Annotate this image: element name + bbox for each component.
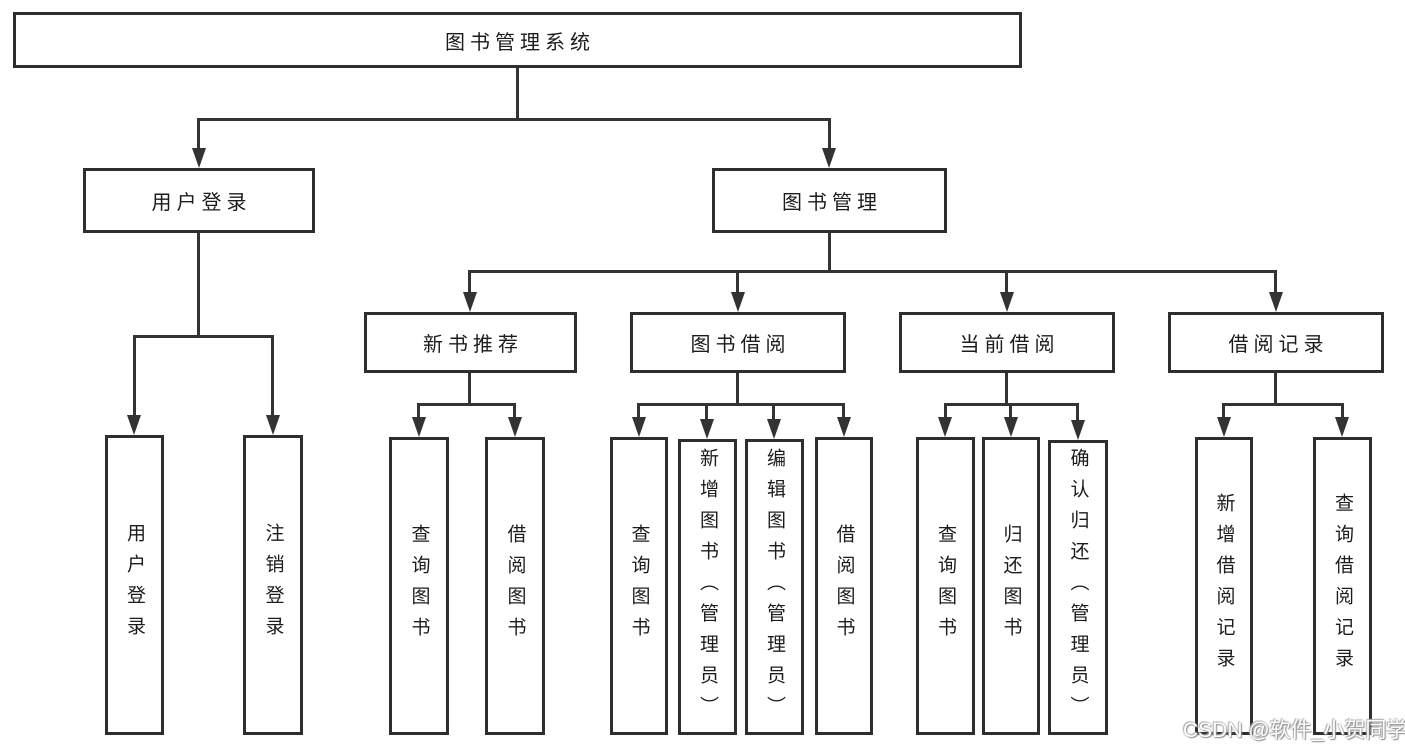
arrow-down-icon (938, 417, 952, 437)
connector-line (736, 270, 739, 294)
leaf-add-books-admin: 新增图书（管理员） (678, 439, 737, 735)
connector-line (133, 335, 274, 338)
connector-line (1222, 403, 1225, 419)
arrow-down-icon (1335, 417, 1349, 437)
arrow-down-icon (731, 292, 745, 312)
leaf-logout: 注销登录 (243, 435, 303, 735)
connector-line (637, 403, 845, 406)
connector-line (197, 233, 200, 337)
arrow-down-icon (632, 417, 646, 437)
arrow-down-icon (508, 417, 522, 437)
connector-line (516, 68, 519, 120)
connector-line (513, 403, 516, 419)
leaf-return-books: 归还图书 (982, 437, 1040, 735)
node-current-borrowing: 当前借阅 (899, 312, 1115, 373)
connector-line (944, 403, 947, 419)
csdn-watermark: CSDN @软件_小贺同学 (1183, 719, 1405, 742)
arrow-down-icon (700, 419, 714, 439)
connector-line (1005, 373, 1008, 405)
arrow-down-icon (837, 417, 851, 437)
node-user-login: 用户登录 (83, 168, 315, 233)
leaf-query-books-borrowing: 查询图书 (610, 437, 668, 735)
connector-line (133, 335, 136, 419)
connector-line (1005, 270, 1008, 294)
arrow-down-icon (822, 148, 836, 168)
connector-line (705, 403, 708, 421)
connector-line (1076, 403, 1079, 422)
connector-line (271, 335, 274, 419)
connector-line (468, 270, 1277, 273)
node-book-management: 图书管理 (712, 168, 947, 233)
node-book-borrowing: 图书借阅 (630, 312, 846, 373)
connector-line (197, 118, 200, 152)
arrow-down-icon (463, 292, 477, 312)
connector-line (468, 270, 471, 294)
arrow-down-icon (1004, 417, 1018, 437)
arrow-down-icon (1217, 417, 1231, 437)
connector-line (637, 403, 640, 419)
arrow-down-icon (412, 417, 426, 437)
leaf-user-login: 用户登录 (105, 435, 164, 735)
node-library-management-system: 图书管理系统 (13, 12, 1022, 68)
connector-line (1009, 403, 1012, 419)
arrow-down-icon (1071, 420, 1085, 440)
arrow-down-icon (127, 415, 141, 435)
leaf-query-books-current: 查询图书 (916, 437, 975, 735)
connector-line (1222, 403, 1344, 406)
connector-line (828, 118, 831, 152)
arrow-down-icon (1269, 292, 1283, 312)
arrow-down-icon (192, 148, 206, 168)
connector-line (772, 403, 775, 421)
leaf-query-books-recommend: 查询图书 (389, 437, 449, 735)
arrow-down-icon (266, 415, 280, 435)
connector-line (1274, 270, 1277, 294)
leaf-confirm-return-admin: 确认归还（管理员） (1048, 440, 1108, 735)
connector-line (417, 403, 516, 406)
connector-line (842, 403, 845, 419)
node-borrowing-records: 借阅记录 (1168, 312, 1384, 373)
leaf-edit-books-admin: 编辑图书（管理员） (745, 439, 804, 735)
leaf-add-borrow-record: 新增借阅记录 (1195, 437, 1253, 735)
connector-line (417, 403, 420, 419)
leaf-borrow-books-recommend: 借阅图书 (485, 437, 545, 735)
connector-line (197, 118, 831, 121)
connector-line (828, 233, 831, 272)
leaf-borrow-books-borrowing: 借阅图书 (815, 437, 873, 735)
leaf-query-borrow-record: 查询借阅记录 (1313, 437, 1372, 735)
connector-line (1274, 373, 1277, 405)
node-new-book-recommendation: 新书推荐 (364, 312, 577, 373)
arrow-down-icon (1000, 292, 1014, 312)
arrow-down-icon (767, 419, 781, 439)
connector-line (736, 373, 739, 405)
connector-line (468, 373, 471, 405)
connector-line (1341, 403, 1344, 419)
